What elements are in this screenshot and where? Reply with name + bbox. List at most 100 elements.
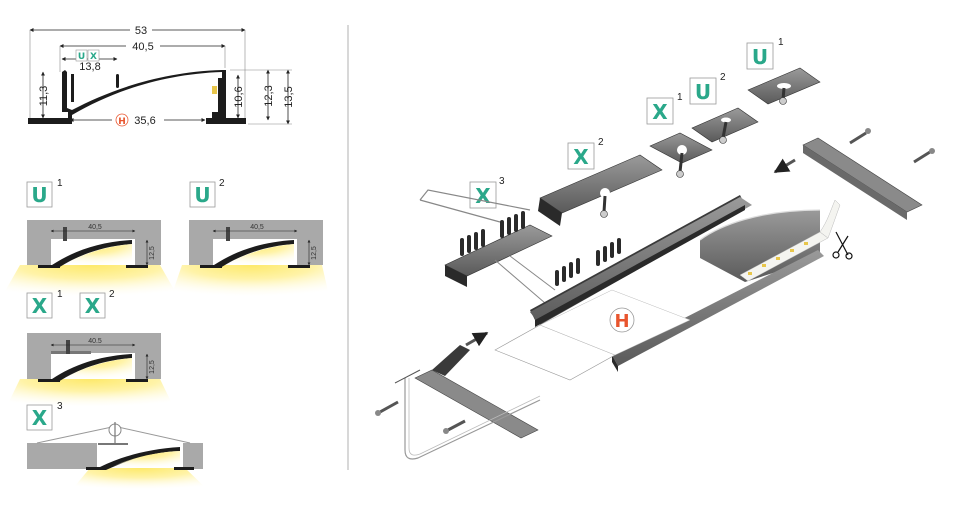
clip-hole xyxy=(777,83,791,89)
profile-rail-edge xyxy=(535,205,745,327)
profile-flange xyxy=(200,265,222,268)
led-strip-end xyxy=(819,199,841,239)
svg-text:1: 1 xyxy=(677,92,683,103)
profile-shape xyxy=(28,70,246,124)
svg-text:1: 1 xyxy=(778,37,784,48)
screw-icon xyxy=(375,400,399,416)
clip-x2-edge xyxy=(538,198,562,226)
end-cap-right-face xyxy=(803,145,907,220)
light-beam xyxy=(5,379,175,410)
hanging-wire xyxy=(509,255,556,291)
svg-text:12,5: 12,5 xyxy=(149,246,156,260)
screw-icon xyxy=(913,148,935,164)
svg-text:40,5: 40,5 xyxy=(88,224,102,231)
led-chip xyxy=(212,86,217,94)
svg-text:2: 2 xyxy=(109,289,115,300)
label-x1: X 1 xyxy=(646,92,683,125)
variant-u1: U 1 40,5 12,5 xyxy=(0,178,180,300)
end-cap-right xyxy=(802,137,923,213)
screw-head xyxy=(779,97,787,105)
screw-head xyxy=(719,136,727,144)
ceiling-left xyxy=(27,443,97,469)
arrow-icon xyxy=(465,331,489,347)
profile-flange xyxy=(126,265,148,268)
profile-flange xyxy=(38,379,60,382)
profile-flange xyxy=(174,467,194,470)
svg-text:2: 2 xyxy=(720,72,726,83)
svg-text:40,5: 40,5 xyxy=(250,224,264,231)
ceiling-right xyxy=(183,443,203,469)
badge-x xyxy=(79,292,106,319)
badge-x xyxy=(469,181,497,209)
dimension-53: 53 xyxy=(135,25,147,37)
svg-text:U: U xyxy=(194,183,210,207)
end-cap-left xyxy=(414,369,539,439)
dimension-13-5: 13,5 xyxy=(283,86,295,107)
badge-x xyxy=(26,292,53,319)
screw-icon xyxy=(443,419,466,434)
badge-u xyxy=(189,181,216,208)
badge-u xyxy=(26,181,53,208)
label-u1: U 1 xyxy=(746,37,784,70)
profile-flange xyxy=(126,379,148,382)
svg-text:1: 1 xyxy=(57,178,63,189)
diffuser-h-symbol xyxy=(609,307,635,333)
profile-rail-front xyxy=(612,250,824,366)
light-glow xyxy=(218,244,294,268)
light-beam xyxy=(0,265,180,300)
dimension-40-5: 40,5 xyxy=(132,41,153,53)
svg-text:U: U xyxy=(78,52,85,62)
mounting-bracket xyxy=(51,351,91,354)
svg-text:1: 1 xyxy=(57,289,63,300)
screw-icon xyxy=(849,128,871,145)
clip-hole xyxy=(600,188,610,198)
variant-x3: X 3 xyxy=(26,401,210,492)
profile-diffuser xyxy=(100,447,180,470)
light-beam xyxy=(170,265,330,300)
svg-text:X: X xyxy=(90,52,97,62)
dimension-11-3: 11,3 xyxy=(38,86,50,107)
light-glow xyxy=(104,451,180,470)
hanging-wire xyxy=(36,426,113,444)
profile-clip-teeth xyxy=(555,238,621,286)
suspension-cable xyxy=(404,378,541,460)
badge-x xyxy=(567,142,595,170)
badge-u xyxy=(689,77,717,105)
dimension-13-8: 13,8 xyxy=(79,61,100,73)
hanging-wire xyxy=(419,199,501,223)
svg-text:3: 3 xyxy=(57,401,63,412)
svg-text:X: X xyxy=(32,294,48,318)
scissors-icon xyxy=(832,231,853,260)
profile-body xyxy=(700,210,820,282)
profile-flange xyxy=(288,265,310,268)
dimension-35-6: 35,6 xyxy=(134,115,155,127)
svg-text:3: 3 xyxy=(499,176,505,187)
svg-text:12,5: 12,5 xyxy=(311,246,318,260)
svg-text:U: U xyxy=(695,80,711,104)
variant-u2: U 2 40,5 12,5 xyxy=(170,178,330,300)
suspension-cable xyxy=(408,378,541,456)
label-x3: X 3 xyxy=(469,176,505,209)
clip-x2 xyxy=(539,154,663,214)
screw-icon xyxy=(678,152,684,173)
hanging-wire xyxy=(419,189,531,211)
dimension-12-3: 12,3 xyxy=(263,85,275,106)
profile-fin xyxy=(71,74,74,102)
variant-x1-x2: X 1 X 2 40.5 12,5 xyxy=(5,289,175,410)
hanging-wire xyxy=(117,426,191,444)
svg-text:2: 2 xyxy=(598,137,604,148)
arrow-icon xyxy=(773,158,796,174)
screw-icon xyxy=(63,227,67,241)
svg-text:X: X xyxy=(652,100,668,124)
label-x2: X 2 xyxy=(567,137,604,170)
diffuser-edge xyxy=(699,209,821,241)
suspension-cable-end xyxy=(394,369,421,384)
badge-x xyxy=(26,404,53,431)
screw-head xyxy=(600,210,608,218)
badge-x xyxy=(646,97,674,125)
svg-text:2: 2 xyxy=(219,178,225,189)
hanging-wire xyxy=(494,259,546,304)
exploded-view: U 1 U 2 X 1 X 2 X 3 xyxy=(375,37,935,460)
svg-text:U: U xyxy=(31,183,47,207)
